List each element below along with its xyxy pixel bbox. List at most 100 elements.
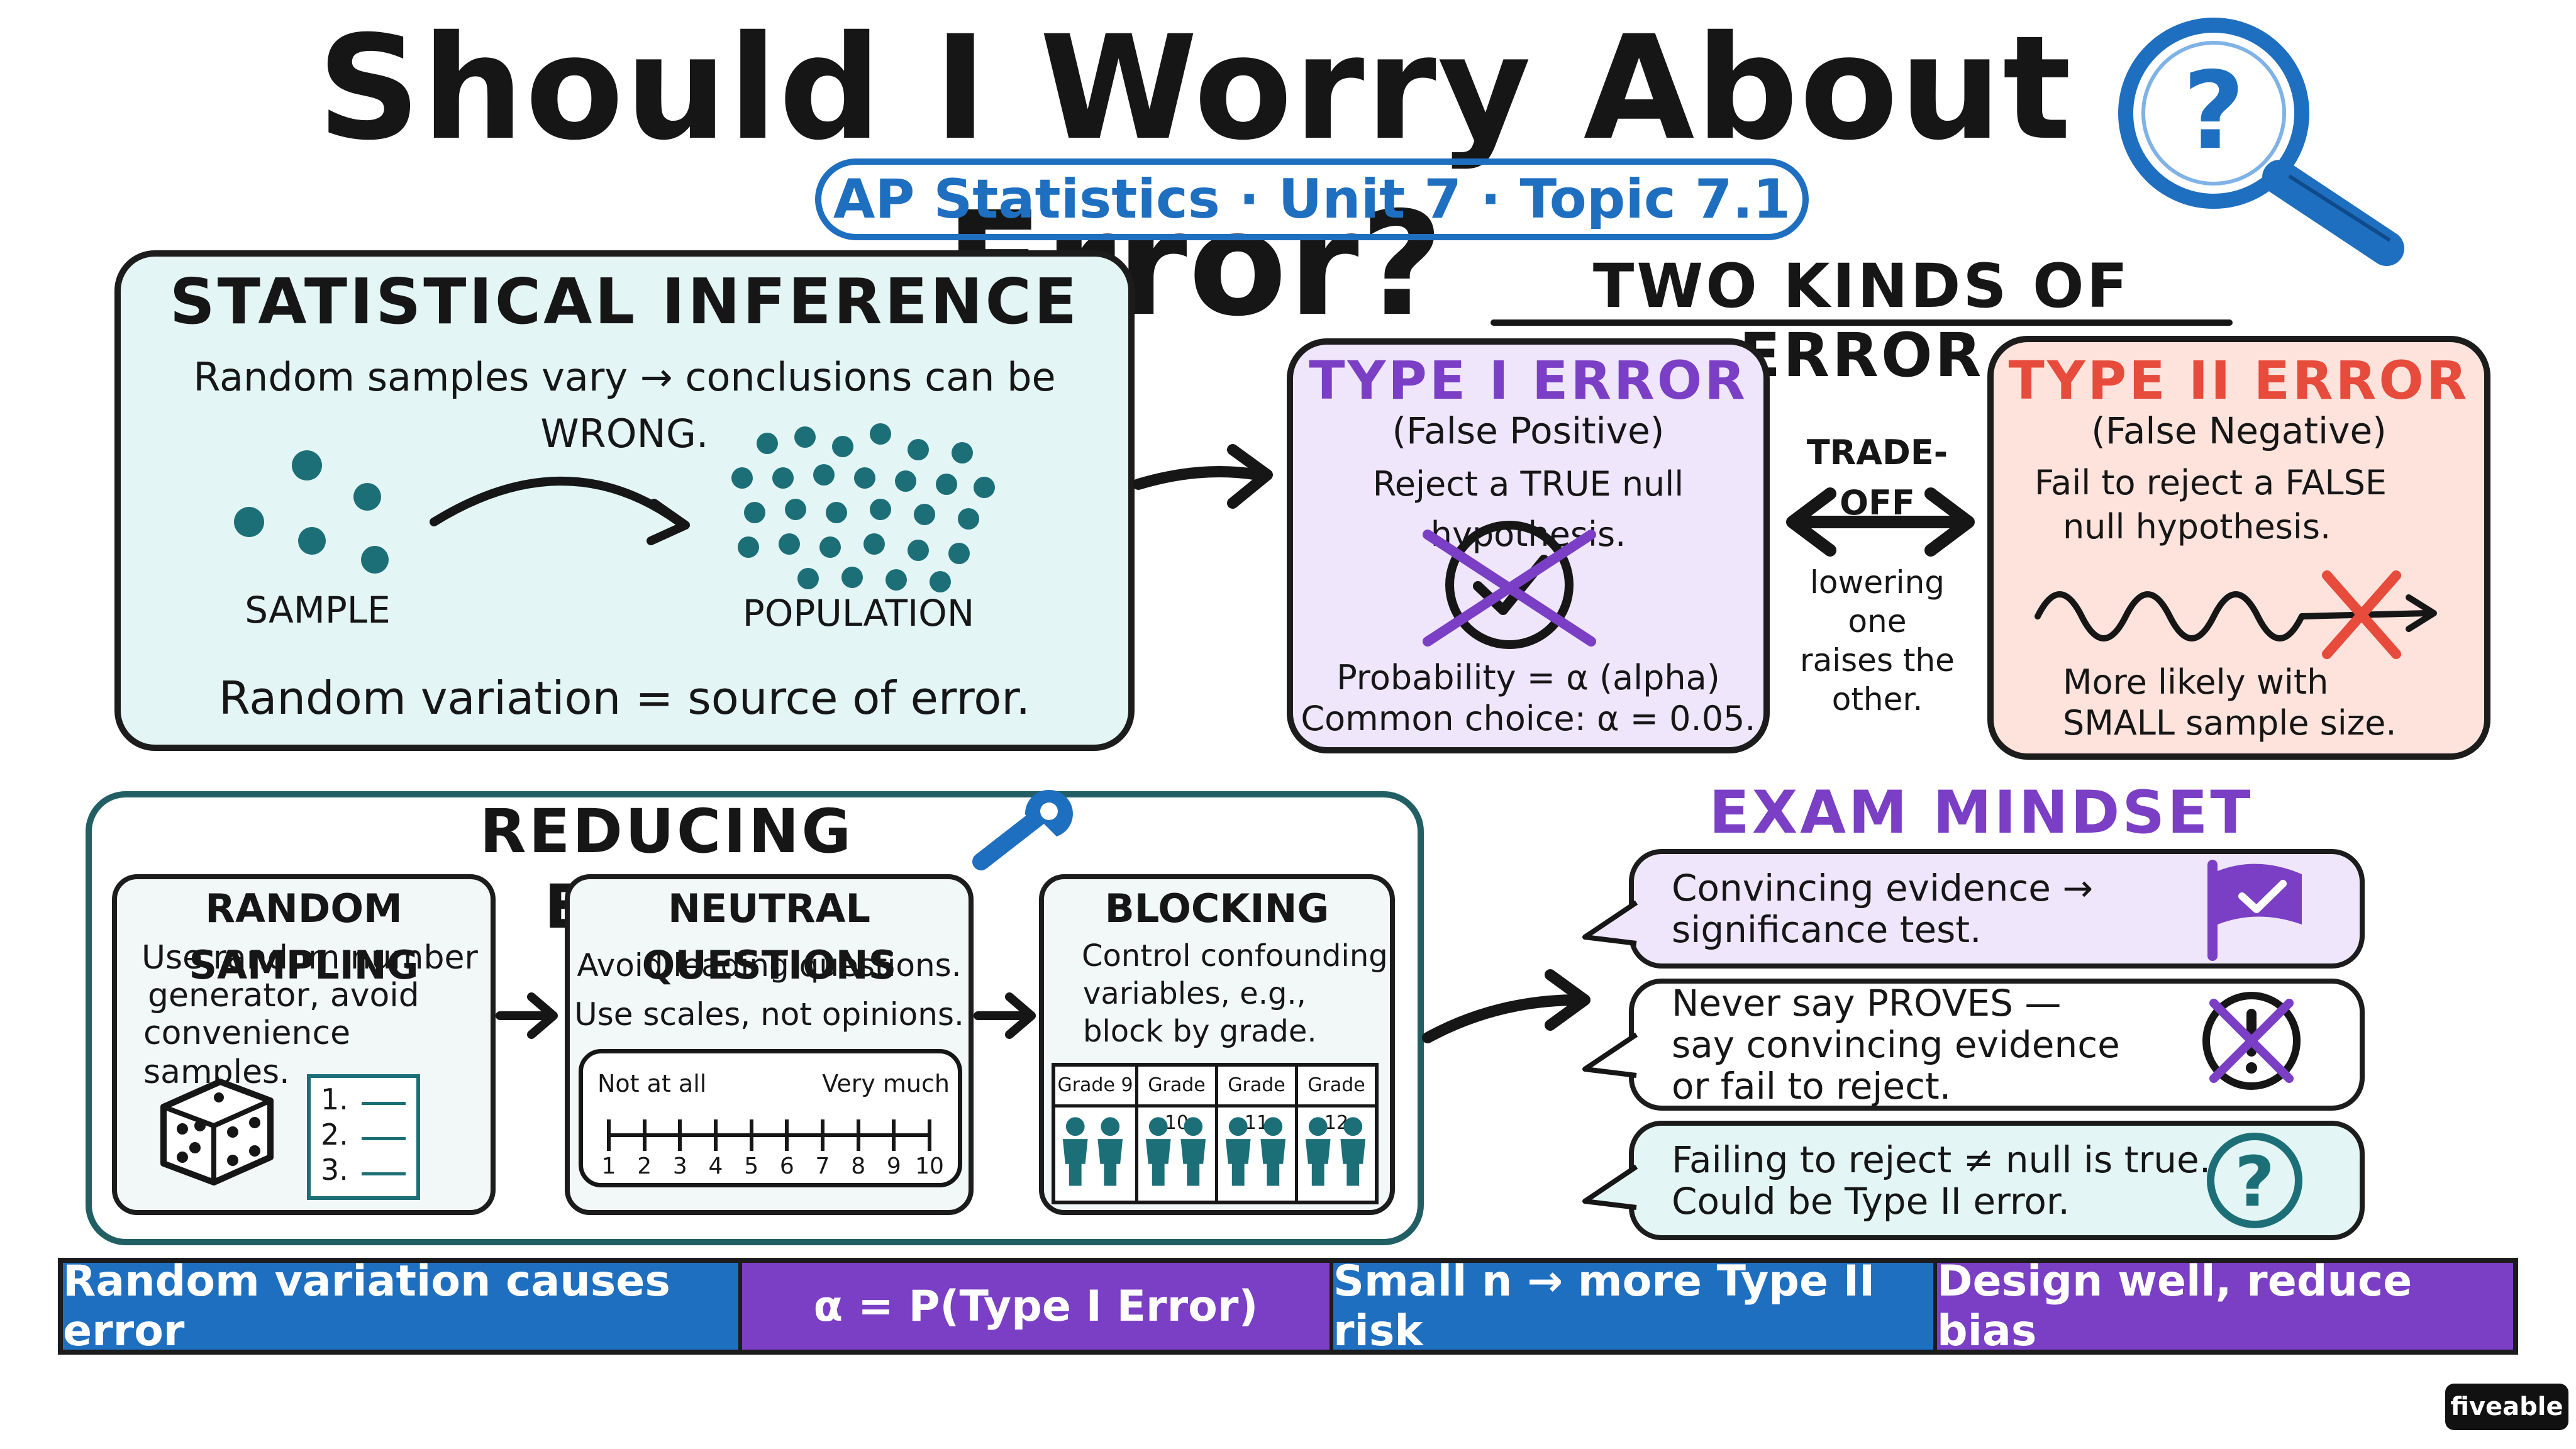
list-line [362,1172,406,1175]
exam-bubble-2-line-2: say convincing evidence [1672,1023,2120,1066]
random-sampling-line-3: convenience samples. [143,1014,351,1091]
banner-segment-3: Small n → more Type II risk [1330,1257,1933,1356]
blocking-line-3: block by grade. [1083,1014,1317,1049]
tradeoff-line-3: raises the [1800,642,1955,679]
two-kinds-underline [1491,319,2233,326]
list-line [362,1102,406,1105]
grade-label: Grade 11 [1218,1067,1295,1134]
list-number-3: 3. [321,1153,348,1187]
exam-bubble-1-line-1: Convincing evidence → [1672,867,2093,909]
blocking-line-1: Control confounding [1082,938,1388,974]
type-one-error-card [1287,338,1770,753]
question-circle-icon: ? [2207,1133,2302,1228]
dice-icon [160,1079,274,1185]
tradeoff-line-4: other. [1831,681,1923,718]
random-sampling-line-2: generator, avoid [148,977,419,1014]
scale-tick-label: 8 [851,1153,866,1179]
type-one-desc: Reject a TRUE null hypothesis. [1372,464,1684,554]
inference-heading: STATISTICAL INFERENCE [169,265,1080,338]
fiveable-logo[interactable]: fiveable [2445,1384,2568,1430]
type-one-probability: Probability = α (alpha) [1336,658,1720,697]
random-sampling-title: RANDOM SAMPLING [189,886,419,988]
crossed-check-icon [1423,521,1596,649]
flag-check-icon [2207,860,2302,961]
exam-mindset-heading: EXAM MINDSET [1709,779,2253,847]
students-icon [1145,1117,1206,1186]
bubble-tail [1582,900,1638,946]
blocking-title: BLOCKING [1104,886,1330,931]
students-icon [1305,1117,1366,1186]
grade-block: Grade 12 [1295,1067,1375,1201]
sample-to-population-illustration [234,423,995,592]
scale-tick-label: 1 [601,1153,616,1179]
banner-segment-2: α = P(Type I Error) [738,1258,1330,1355]
statistical-inference-panel [114,250,1135,751]
list-line [362,1137,406,1140]
exam-bubble-2-line-1: Never say PROVES — [1672,982,2062,1024]
arrow-right-icon [1422,969,1591,1043]
scale-tick-label: 7 [815,1153,830,1179]
two-kinds-heading: TWO KINDS OF ERROR [1592,251,2131,391]
page-title: Should I Worry About Error? [317,4,2073,348]
reducing-heading: REDUCING ERROR [479,796,854,942]
grade-block: Grade 10 [1135,1067,1215,1201]
banner-segment-4: Design well, reduce bias [1933,1257,2518,1356]
type-two-sub: (False Negative) [2091,409,2387,452]
scale-tick [928,1119,931,1151]
scale-tick-label: 5 [744,1153,759,1179]
scale-line [609,1133,930,1137]
arrow-right-icon [974,992,1036,1039]
grade-label: Grade 12 [1298,1067,1375,1134]
subtitle-pill: AP Statistics · Unit 7 · Topic 7.1 [815,158,1809,240]
students-icon [1062,1117,1123,1186]
type-two-desc-2: null hypothesis. [2063,507,2331,547]
banner-segment-1: Random variation causes error [58,1257,738,1356]
type-two-title: TYPE II ERROR [2008,350,2470,411]
wrench-icon [972,789,1073,870]
scale-tick-label: 10 [915,1153,944,1179]
arrow-right-icon [1133,444,1273,509]
exam-bubble-2: Never say PROVES — say convincing eviden… [1629,979,2365,1111]
inference-line: Random samples vary → conclusions can be… [193,354,1056,457]
grade-label: Grade 10 [1138,1067,1215,1134]
scale-tick [785,1119,789,1151]
scale-tick [749,1119,753,1151]
rating-scale-box [579,1049,962,1187]
missed-wave-arrow-icon [2035,570,2437,659]
magnifier-question-icon: ? [2118,18,2404,266]
scale-tick [678,1119,682,1151]
scale-tick-label: 4 [708,1153,723,1179]
exam-bubble-1-line-2: significance test. [1672,908,1982,951]
grade-block: Grade 9 [1055,1067,1135,1201]
list-number-1: 1. [321,1082,348,1116]
scale-tick [892,1119,896,1151]
type-two-note-1: More likely with [2063,662,2329,702]
scale-right-label: Very much [822,1070,950,1097]
scale-tick [821,1119,824,1151]
type-one-sub: (False Positive) [1392,409,1665,452]
population-label: POPULATION [742,592,975,635]
scale-tick [642,1119,647,1151]
neutral-questions-line-2: Use scales, not opinions. [574,996,964,1033]
grade-block: Grade 11 [1215,1067,1295,1201]
neutral-questions-line-1: Avoid leading questions. [577,947,962,984]
inference-footer: Random variation = source of error. [218,672,1031,724]
grade-label: Grade 9 [1055,1067,1135,1108]
blocking-line-2: variables, e.g., [1083,976,1306,1011]
arrow-right-icon [496,992,558,1039]
random-sampling-line-1: Use random number [142,939,478,977]
scale-tick-label: 3 [672,1153,687,1179]
svg-text:?: ? [2235,1141,2275,1222]
tradeoff-line-2: one [1848,603,1907,640]
type-two-error-card [1987,336,2490,760]
scale-tick-label: 6 [779,1153,794,1179]
scale-tick-label: 2 [637,1153,652,1179]
neutral-questions-title: NEUTRAL QUESTIONS [641,886,897,988]
exam-bubble-3-line-2: Could be Type II error. [1672,1180,2070,1223]
scale-tick-label: 9 [886,1153,901,1179]
sample-label: SAMPLE [245,589,391,631]
list-number-2: 2. [321,1118,348,1152]
tradeoff-line-1: lowering [1809,564,1945,601]
crossed-exclamation-icon [2202,992,2301,1090]
scale-tick [856,1119,860,1151]
